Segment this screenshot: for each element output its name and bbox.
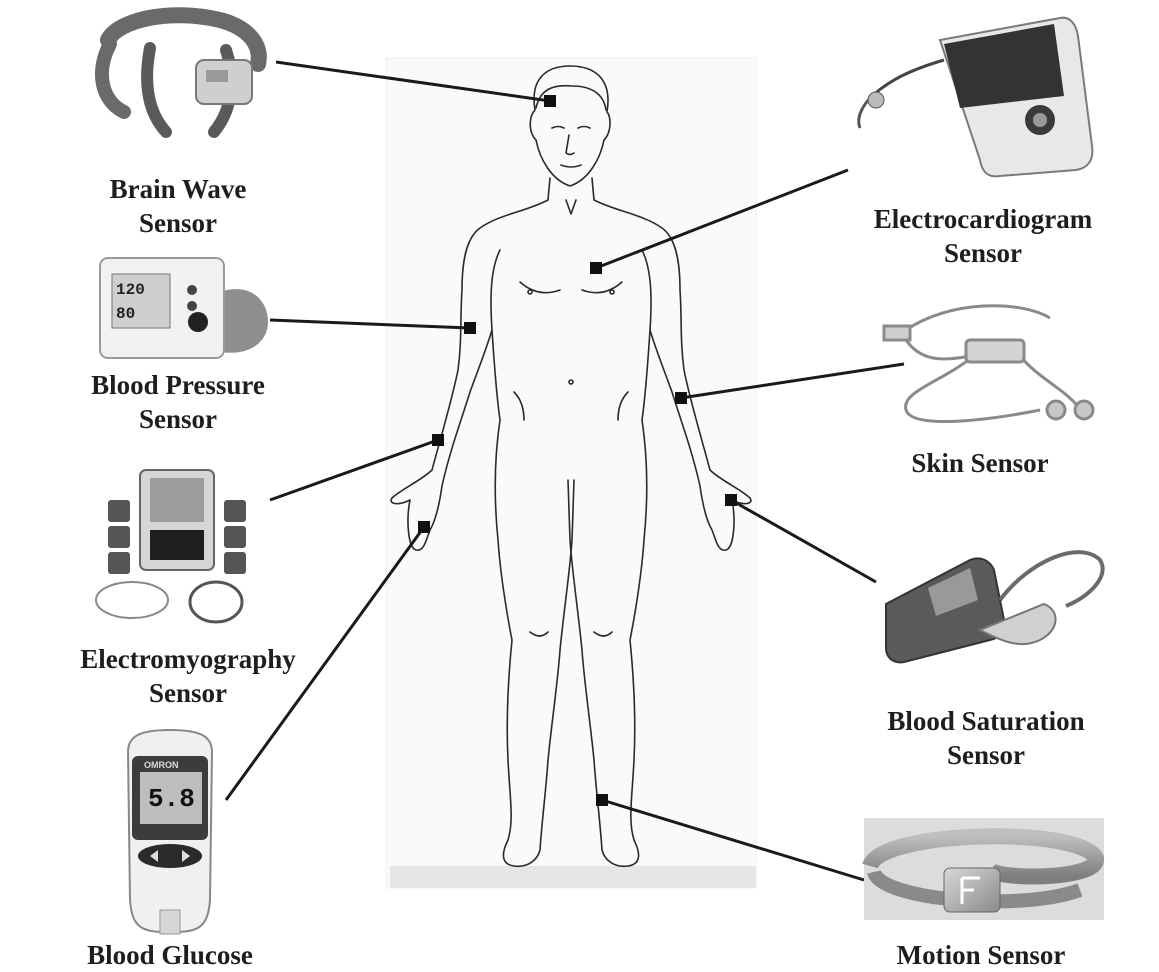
bp-systolic-text: 120 — [116, 281, 145, 299]
label-brain-wave-sensor: Brain Wave Sensor — [60, 172, 296, 240]
label-blood-saturation-sensor: Blood Saturation Sensor — [848, 704, 1124, 772]
label-line: Blood Saturation — [848, 704, 1124, 738]
label-line: Blood Glucose — [40, 938, 300, 972]
glucose-reading-text: 5.8 — [148, 784, 195, 814]
marker-blood-saturation — [725, 494, 737, 506]
label-blood-glucose: Blood Glucose — [40, 938, 300, 972]
marker-blood-glucose — [418, 521, 430, 533]
label-line: Skin Sensor — [880, 446, 1080, 480]
marker-blood-pressure — [464, 322, 476, 334]
bp-diastolic-text: 80 — [116, 305, 135, 323]
marker-motion — [596, 794, 608, 806]
floor-shadow — [390, 866, 756, 888]
label-electrocardiogram-sensor: Electrocardiogram Sensor — [830, 202, 1136, 270]
electromyography-device-image — [96, 470, 246, 622]
electrocardiogram-device-image — [859, 18, 1093, 177]
label-line: Sensor — [848, 738, 1124, 772]
label-line: Blood Pressure — [40, 368, 316, 402]
label-line: Sensor — [60, 206, 296, 240]
blood-saturation-device-image — [886, 552, 1103, 662]
blood-glucose-meter-image: OMRON 5.8 — [128, 730, 212, 934]
marker-ecg — [590, 262, 602, 274]
label-line: Brain Wave — [60, 172, 296, 206]
blood-pressure-monitor-image: 120 80 — [100, 258, 268, 358]
label-blood-pressure-sensor: Blood Pressure Sensor — [40, 368, 316, 436]
motion-sensor-image — [864, 818, 1104, 920]
marker-brain-wave — [544, 95, 556, 107]
label-line: Sensor — [40, 402, 316, 436]
brain-wave-headset-image — [102, 15, 259, 132]
glucose-brand-text: OMRON — [144, 760, 179, 770]
label-line: Motion Sensor — [868, 938, 1094, 972]
marker-emg — [432, 434, 444, 446]
label-motion-sensor: Motion Sensor — [868, 938, 1094, 972]
label-line: Electrocardiogram — [830, 202, 1136, 236]
skin-sensor-image — [884, 306, 1093, 422]
label-line: Sensor — [830, 236, 1136, 270]
label-electromyography-sensor: Electromyography Sensor — [30, 642, 346, 710]
label-skin-sensor: Skin Sensor — [880, 446, 1080, 480]
label-line: Sensor — [30, 676, 346, 710]
label-line: Electromyography — [30, 642, 346, 676]
marker-skin — [675, 392, 687, 404]
body-backdrop — [386, 58, 756, 888]
